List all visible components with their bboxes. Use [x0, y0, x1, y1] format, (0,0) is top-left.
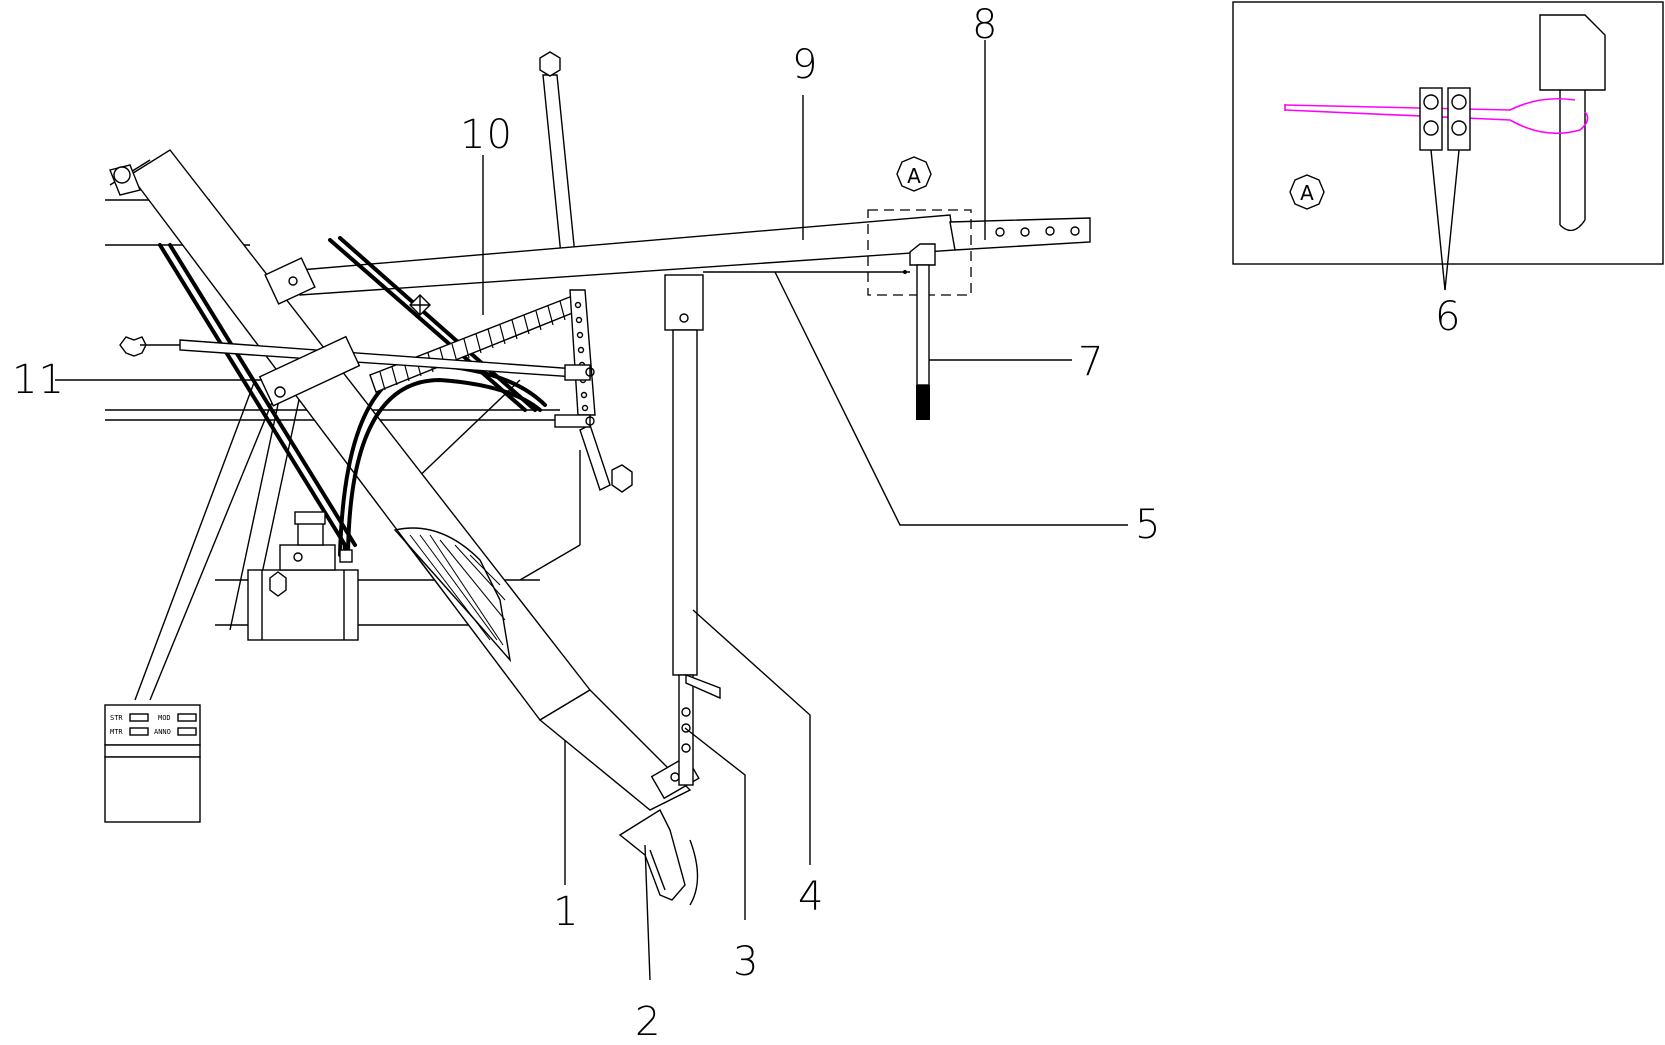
leader-lines: [55, 40, 1128, 981]
detail-marker-main: A: [907, 164, 921, 188]
callout-7: 7: [1078, 339, 1104, 385]
pump-motor: [247, 511, 359, 641]
callout-10: 10: [460, 112, 513, 158]
panel-label-mtr: MTR: [110, 728, 123, 736]
callout-labels: 1 2 3 4 5 6 7 8 9 10 11: [12, 2, 1461, 1045]
callout-1: 1: [553, 889, 579, 935]
hydraulic-hoses: [158, 236, 547, 557]
inset-detail-a: [1232, 1, 1664, 291]
detail-region: [703, 156, 972, 420]
control-rods: [119, 335, 595, 428]
panel-label-mod: MOD: [158, 714, 171, 722]
callout-3: 3: [733, 939, 759, 985]
adjustment-plate: [569, 289, 596, 416]
main-tube: [109, 149, 700, 906]
callout-8: 8: [972, 2, 998, 48]
callout-5: 5: [1135, 502, 1161, 548]
callout-9: 9: [792, 42, 818, 88]
detail-marker-inset: A: [1300, 181, 1314, 205]
upper-lever: [539, 51, 633, 493]
callout-4: 4: [798, 874, 824, 920]
callout-2: 2: [635, 999, 661, 1045]
callout-6: 6: [1435, 294, 1461, 340]
control-panel: STR MOD MTR ANNO: [104, 704, 201, 823]
vertical-pole: [664, 274, 721, 786]
panel-label-str: STR: [110, 714, 123, 722]
panel-label-anno: ANNO: [154, 728, 171, 736]
pivot-knob: [113, 166, 131, 184]
upper-arm: [264, 214, 1091, 305]
spring: [369, 294, 581, 393]
callout-11: 11: [12, 357, 65, 403]
